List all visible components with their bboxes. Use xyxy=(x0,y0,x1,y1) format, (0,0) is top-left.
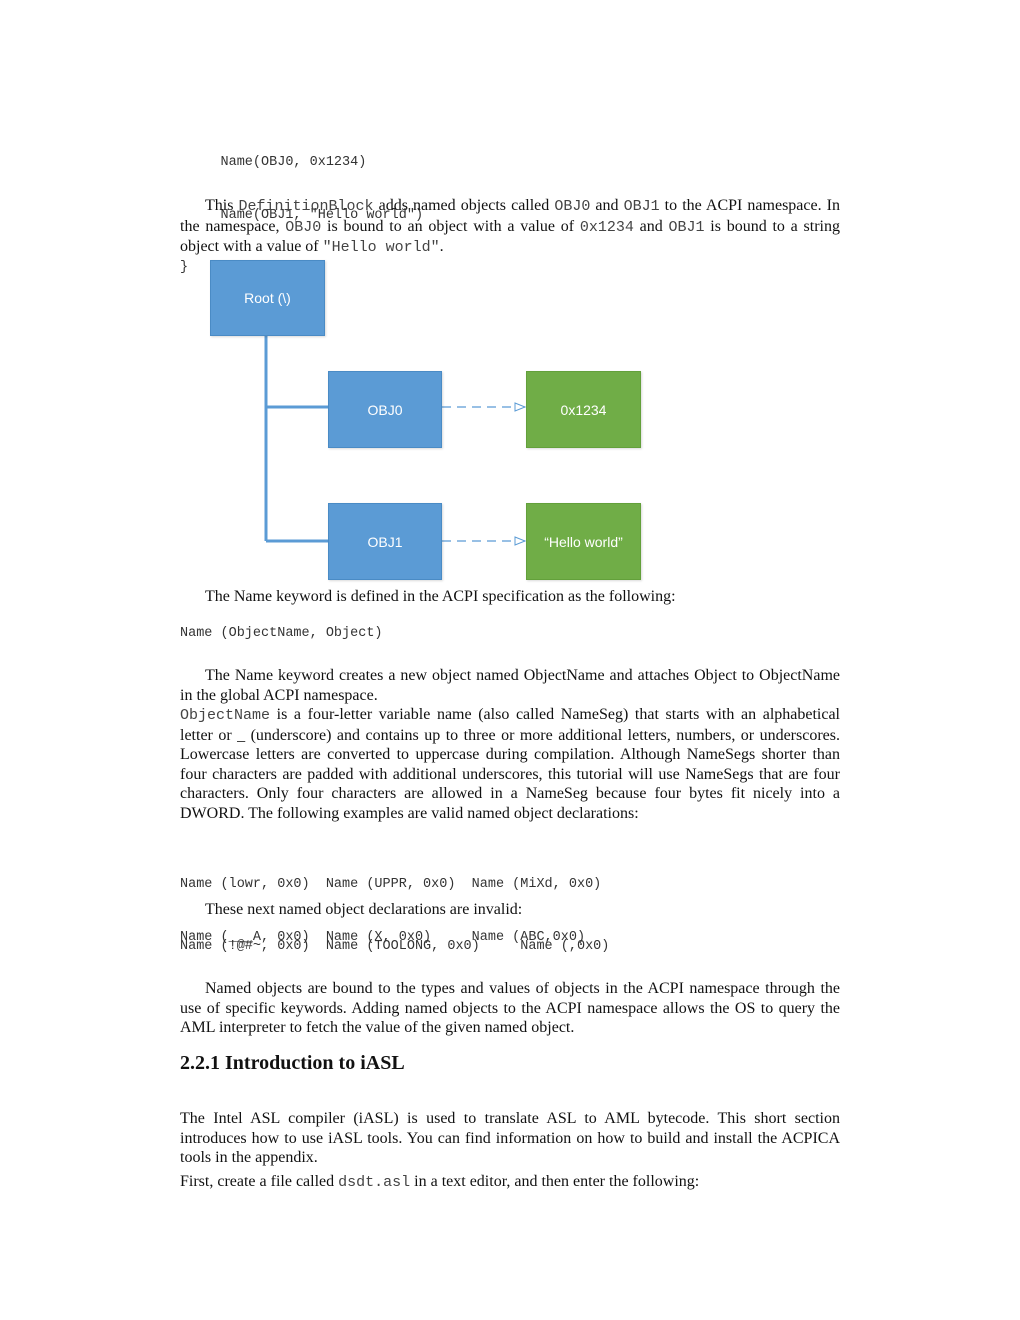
text-run: and xyxy=(633,217,669,235)
text-run: is bound to a string object with a value… xyxy=(180,217,840,256)
code-valid-examples: Name (lowr, 0x0) Name (UPPR, 0x0) Name (… xyxy=(180,841,840,981)
root-node: Root (\) xyxy=(210,260,325,336)
text-run: . xyxy=(439,238,444,255)
text-run: and xyxy=(590,197,624,214)
obj0-node-label: OBJ0 xyxy=(367,401,403,418)
text-run: is bound to an object with a value of xyxy=(321,217,580,235)
inline-code: OBJ0 xyxy=(285,218,322,236)
code-line: Name(OBJ0, 0x1234) xyxy=(180,155,367,170)
inline-code: 0x1234 xyxy=(579,218,634,236)
paragraph-objectname: ObjectName is a four-letter variable nam… xyxy=(180,705,840,823)
inline-code: ObjectName xyxy=(180,707,271,724)
inline-code: DefinitionBlock xyxy=(238,198,374,215)
obj0-value-label: 0x1234 xyxy=(560,401,607,418)
paragraph-invalid-intro: These next named object declarations are… xyxy=(205,901,523,918)
obj1-value-label: “Hello world” xyxy=(544,533,623,550)
inline-code: OBJ0 xyxy=(554,198,591,215)
obj1-value-node: “Hello world” xyxy=(526,503,641,580)
text-run: to the ACPI namespace. In the namespace, xyxy=(180,197,841,235)
code-block-definition: Name(OBJ0, 0x1234) Name(OBJ1, "Hello wor… xyxy=(180,119,840,312)
text-run: is a four-letter variable name (also cal… xyxy=(180,706,840,822)
inline-code: OBJ1 xyxy=(623,198,660,215)
inline-code: OBJ1 xyxy=(668,218,705,236)
inline-code: "Hello world" xyxy=(322,239,440,256)
text-run: in a text editor, and then enter the fol… xyxy=(410,1173,700,1190)
code-line: } xyxy=(180,260,189,275)
code-line: Name (___A, 0x0) Name (X, 0x0) Name (ABC… xyxy=(180,929,586,945)
obj0-value-node: 0x1234 xyxy=(526,371,641,448)
code-invalid-examples: Name (!@#~, 0x0) Name (TOOLONG, 0x0) Nam… xyxy=(180,939,610,954)
paragraph-name-creates: The Name keyword creates a new object na… xyxy=(180,667,840,704)
paragraph-definitionblock: This DefinitionBlock adds named objects … xyxy=(180,196,840,258)
obj0-node: OBJ0 xyxy=(328,371,442,448)
paragraph-named-objects: Named objects are bound to the types and… xyxy=(180,980,840,1036)
paragraph-create-file: First, create a file called dsdt.asl in … xyxy=(180,1172,840,1193)
paragraph-iasl-intro: The Intel ASL compiler (iASL) is used to… xyxy=(180,1110,840,1166)
code-line: Name (lowr, 0x0) Name (UPPR, 0x0) Name (… xyxy=(180,877,602,892)
paragraph-name-keyword: The Name keyword is defined in the ACPI … xyxy=(205,588,676,605)
text-run: First, create a file called xyxy=(180,1173,339,1190)
obj1-node-label: OBJ1 xyxy=(367,533,403,550)
code-line: Name(OBJ1, "Hello world") xyxy=(180,207,424,223)
obj1-node: OBJ1 xyxy=(328,503,442,580)
section-heading: 2.2.1 Introduction to iASL xyxy=(180,1052,405,1074)
text-run: adds named objects called xyxy=(373,197,555,214)
code-name-syntax: Name (ObjectName, Object) xyxy=(180,626,383,641)
text-run: This xyxy=(205,197,239,214)
root-node-label: Root (\) xyxy=(244,290,291,306)
inline-code: dsdt.asl xyxy=(338,1174,411,1191)
